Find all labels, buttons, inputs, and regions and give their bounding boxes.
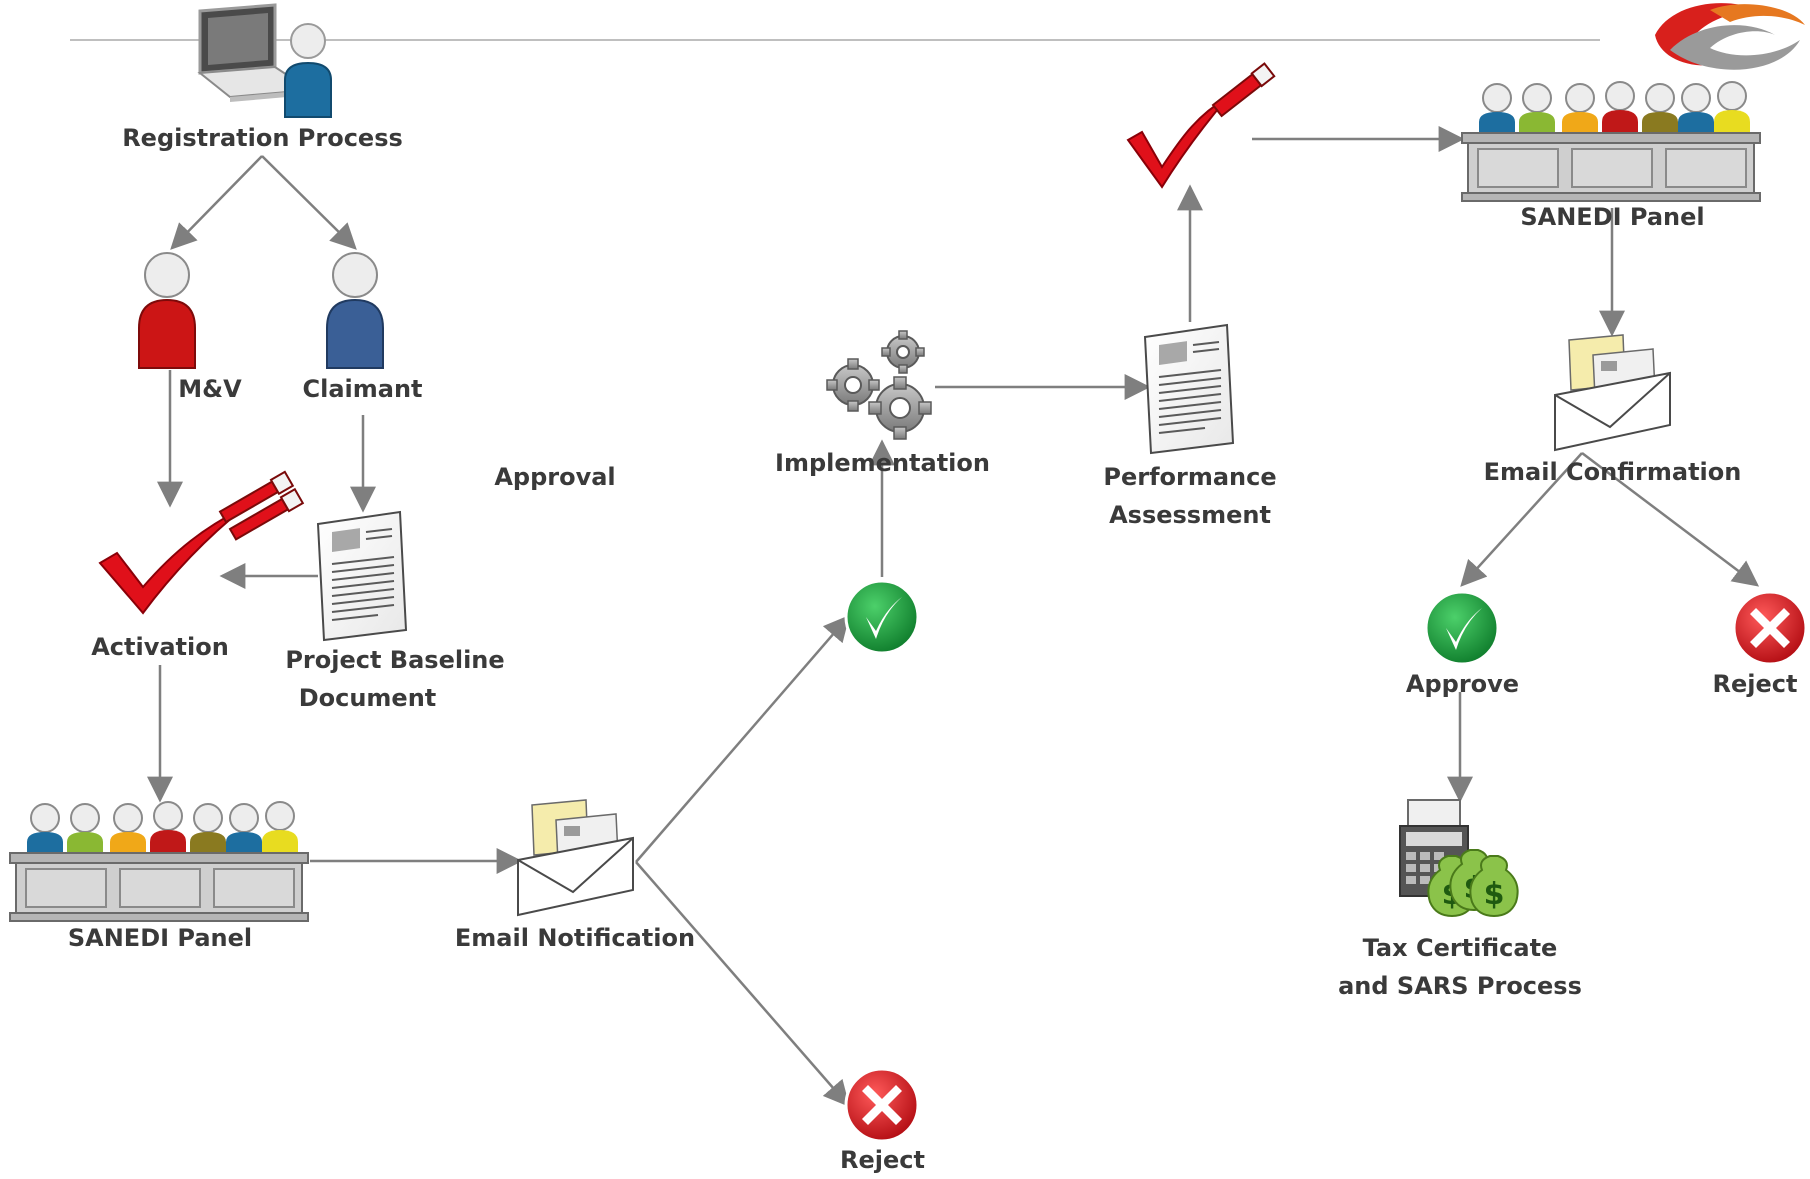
arrow-registration-claimant	[261, 155, 357, 250]
label-sanedi-panel-left: SANEDI Panel	[67, 924, 253, 952]
panel-people	[27, 801, 298, 853]
arrow-email-reject	[635, 861, 850, 1107]
label-claimant: Claimant	[302, 375, 423, 403]
label-email-notification: Email Notification	[454, 924, 696, 952]
document-icon	[316, 510, 408, 642]
arrow-confirmation-reject	[1581, 452, 1760, 587]
label-approval: Approval	[494, 463, 616, 491]
label-registration-process: Registration Process	[122, 124, 403, 152]
red-checkmark-pen-icon	[1126, 62, 1276, 189]
document-icon	[1143, 323, 1235, 455]
label-project-baseline: Project Baseline	[285, 646, 505, 674]
label-implementation: Implementation	[775, 449, 990, 477]
label-performance: Performance	[1103, 463, 1277, 491]
panel-of-people-icon	[9, 801, 309, 922]
label-reject-bottom: Reject	[840, 1146, 925, 1174]
label-document: Document	[298, 684, 437, 712]
label-approve: Approve	[1405, 670, 1520, 698]
label-sars-process: and SARS Process	[1338, 972, 1582, 1000]
label-tax-certificate: Tax Certificate	[1362, 934, 1558, 962]
label-sanedi-panel-right: SANEDI Panel	[1520, 203, 1705, 231]
label-reject-right: Reject	[1712, 670, 1798, 698]
svg-text:$: $	[1484, 877, 1505, 912]
money-bag: $	[1469, 855, 1519, 918]
label-activation: Activation	[91, 633, 229, 661]
envelope-with-letters-icon	[517, 799, 634, 917]
panel-people	[1479, 81, 1750, 133]
label-mv: M&V	[178, 375, 242, 403]
calculator-money-bags-icon: $ $ $	[1399, 799, 1519, 918]
red-x-circle-icon	[1732, 590, 1808, 666]
arrow-confirmation-approve	[1460, 452, 1583, 587]
arrow-email-approve	[635, 615, 850, 863]
arrow-registration-mv	[170, 155, 263, 250]
panel-of-people-icon	[1461, 81, 1761, 202]
red-x-circle-icon	[844, 1067, 920, 1143]
envelope-with-letters-icon	[1554, 334, 1671, 452]
red-checkmark-pen-icon	[98, 470, 305, 615]
green-check-circle-icon	[1424, 590, 1500, 666]
person-with-laptop-icon	[197, 3, 332, 118]
label-email-confirmation: Email Confirmation	[1483, 458, 1742, 486]
connectors	[147, 126, 1760, 1107]
red-person-icon	[138, 252, 196, 369]
label-assessment: Assessment	[1109, 501, 1271, 529]
gears-icon	[826, 330, 932, 440]
blue-person-icon	[326, 252, 384, 369]
green-check-circle-icon	[844, 579, 920, 655]
company-logo	[1655, 3, 1805, 70]
